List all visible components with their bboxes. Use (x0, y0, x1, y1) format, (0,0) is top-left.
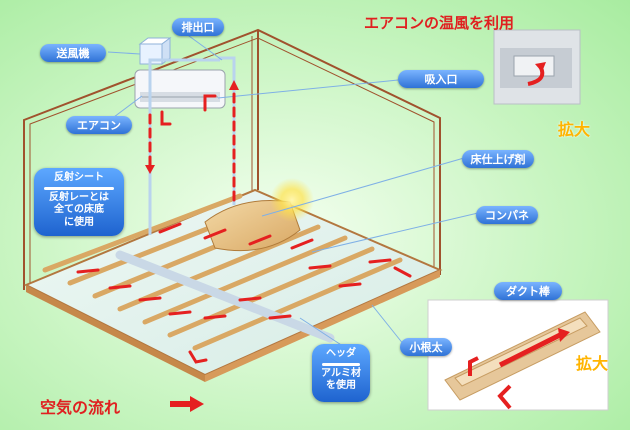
reflect-sheet-line2: 全ての床底 (54, 204, 104, 215)
label-duct-board: ダクト棒 (494, 282, 562, 300)
legend-text: 空気の流れ (40, 398, 121, 417)
reflect-sheet-line3: に使用 (64, 216, 94, 228)
page-title: エアコンの温風を利用 (364, 14, 515, 32)
label-fan: 送風機 (40, 44, 106, 62)
legend-arrow (170, 396, 204, 412)
intake-inset (493, 29, 581, 105)
separator (44, 186, 114, 190)
reflect-sheet-note: 反射シート 反射レーとは 全ての床底 に使用 (34, 168, 124, 236)
header-note-line1: アルミ材 (321, 367, 361, 379)
header-note-line2: を使用 (326, 380, 356, 391)
duct-board-inset (427, 299, 609, 411)
leader-lines (107, 27, 479, 353)
label-aircon: エアコン (66, 116, 132, 134)
header-note-title: ヘッダ (326, 348, 356, 359)
label-konpane: コンパネ (476, 206, 538, 224)
room-frame (23, 28, 441, 290)
label-joist: 小根太 (400, 338, 452, 356)
separator (322, 362, 360, 366)
zoom-label-intake: 拡大 (558, 120, 591, 139)
label-intake: 吸入口 (398, 70, 484, 88)
reflect-sheet-line1: 反射レーとは (49, 191, 109, 203)
label-exhaust: 排出口 (172, 18, 224, 36)
airflow-arrows (76, 80, 412, 364)
zoom-label-duct: 拡大 (576, 354, 609, 373)
floor-finish-sample (204, 178, 314, 252)
label-floor-finish: 床仕上げ剤 (462, 150, 534, 168)
header-note: ヘッダ アルミ材 を使用 (312, 344, 370, 402)
reflect-sheet-title: 反射シート (54, 172, 104, 183)
